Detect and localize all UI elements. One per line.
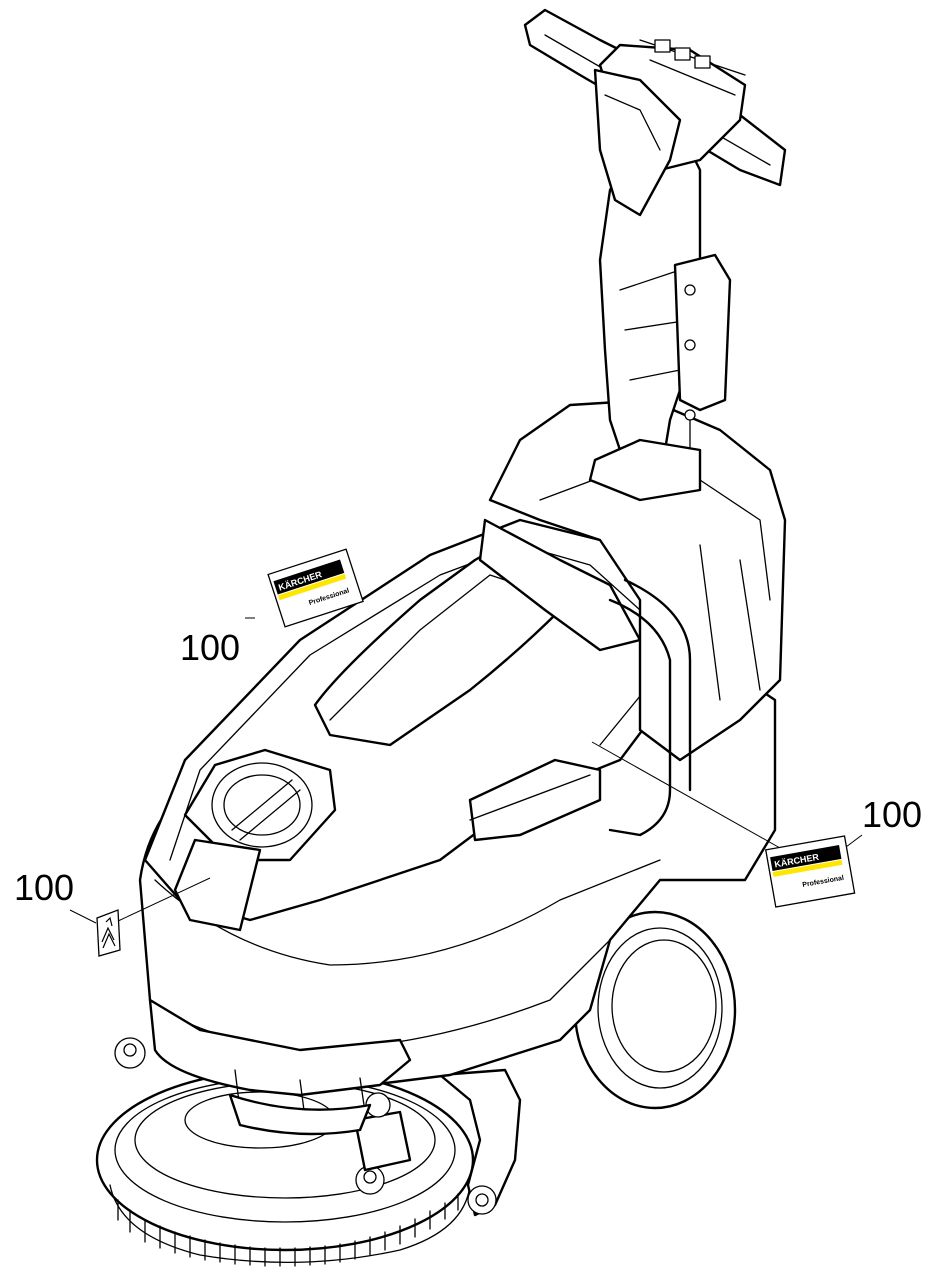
callout-top-left: 100 [180, 627, 241, 668]
recovery-tank-cover [143, 518, 667, 932]
brush-bristles [109, 1184, 471, 1267]
decal-brand-right: KÄRCHER Professional [764, 835, 856, 908]
callout-left: 100 [14, 867, 75, 908]
callout-right: 100 [862, 794, 923, 835]
decal-symbol [96, 909, 121, 957]
arrows-symbol-icon [101, 916, 116, 949]
rear-wheel [573, 910, 737, 1110]
handle-column [523, 8, 787, 502]
decal-brand-top: KÄRCHER Professional [267, 548, 364, 628]
